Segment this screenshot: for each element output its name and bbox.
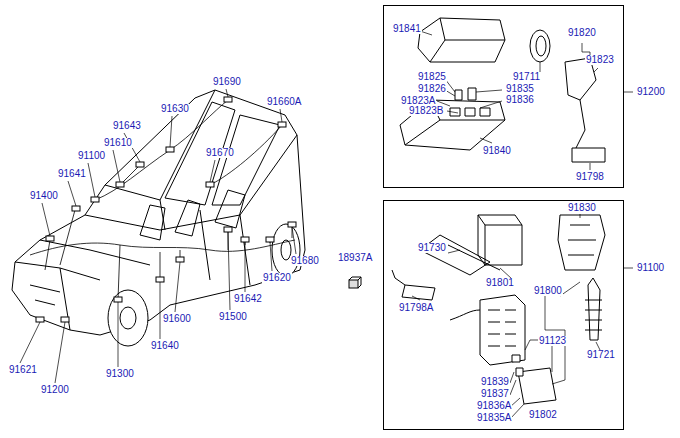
wiring: [30, 100, 295, 300]
part-number: 91721: [586, 350, 616, 360]
junction-connector: [558, 215, 605, 270]
spring-tube: [585, 278, 602, 340]
part-number: 91836: [505, 95, 535, 105]
part-number: 91837: [480, 389, 510, 399]
callout-number: 91641: [57, 169, 87, 179]
harness-strip: [420, 235, 500, 275]
part-number: 91825: [417, 72, 447, 82]
part-number: 91801: [485, 278, 515, 288]
callout-number: 91690: [212, 77, 242, 87]
part-number: 91123: [538, 336, 567, 346]
part-number: 91823B: [408, 106, 444, 116]
part-number: 91841: [392, 24, 422, 34]
part-number: 91826: [417, 84, 447, 94]
part-number: 91823: [585, 55, 615, 65]
connectors: [36, 97, 296, 322]
connector-detail: [568, 225, 596, 255]
part-number: 91836A: [476, 401, 512, 411]
rear-wheel: [272, 224, 300, 276]
callout-number: 91600: [162, 314, 192, 324]
fuse-box-cover: [418, 18, 505, 62]
clip-part-detail: [349, 277, 361, 288]
part-number: 91800: [533, 286, 563, 296]
panel-leaders-lower: [412, 214, 633, 419]
fuse-block-detail: [450, 310, 516, 346]
parts-panel: 911009183091730918019180091798A911239172…: [383, 200, 624, 430]
part-number: 91835A: [476, 413, 512, 423]
car-lines: [15, 90, 297, 330]
callout-number: 91100: [77, 151, 106, 161]
part-number: 91200: [636, 87, 666, 97]
parts-panel: 9120091841917119182091823918259182691835…: [383, 5, 624, 188]
callout-number: 18937A: [337, 253, 373, 263]
part-number: 91711: [512, 72, 541, 82]
part-number: 91835: [505, 84, 535, 94]
callout-number: 91643: [112, 121, 142, 131]
callout-number: 91640: [150, 341, 180, 351]
part-number: 91798A: [398, 303, 434, 313]
callout-number: 91621: [8, 365, 38, 375]
switch-connector: [572, 148, 605, 162]
car-body: [12, 90, 305, 335]
leader-lines: [20, 89, 296, 383]
callout-number: 91630: [160, 104, 190, 114]
part-number: 91802: [528, 410, 558, 420]
callout-number: 91680: [290, 256, 320, 266]
part-number: 91730: [417, 243, 447, 253]
part-number: 91798: [575, 172, 605, 182]
part-number: 91839: [480, 377, 510, 387]
grommet: [530, 30, 550, 62]
car-windows: [165, 102, 280, 205]
callout-number: 91660A: [266, 97, 302, 107]
callout-number: 91400: [29, 191, 59, 201]
relay-box: [478, 215, 522, 265]
part-number: 91830: [567, 203, 597, 213]
front-wheel-hub: [120, 307, 136, 329]
callout-number: 91300: [105, 369, 135, 379]
part-number: 91100: [636, 263, 665, 273]
part-number: 91823A: [400, 96, 436, 106]
callout-number: 91620: [262, 273, 292, 283]
callout-number: 91610: [103, 138, 133, 148]
clip-part: [349, 280, 358, 288]
panel-leaders: [420, 31, 633, 170]
seats: [140, 190, 245, 240]
callout-number: 91500: [218, 312, 248, 322]
part-number: 91820: [567, 28, 597, 38]
fuses: [450, 88, 490, 116]
callout-number: 91642: [233, 294, 263, 304]
part-number: 91840: [482, 146, 512, 156]
grommet-inner: [536, 36, 546, 56]
callout-number: 91670: [205, 148, 235, 158]
callout-number: 91200: [40, 385, 70, 395]
pigtail-connector: [392, 270, 435, 300]
ignition-switch: [565, 58, 596, 160]
module-block: [518, 368, 556, 404]
front-wheel: [108, 290, 148, 346]
